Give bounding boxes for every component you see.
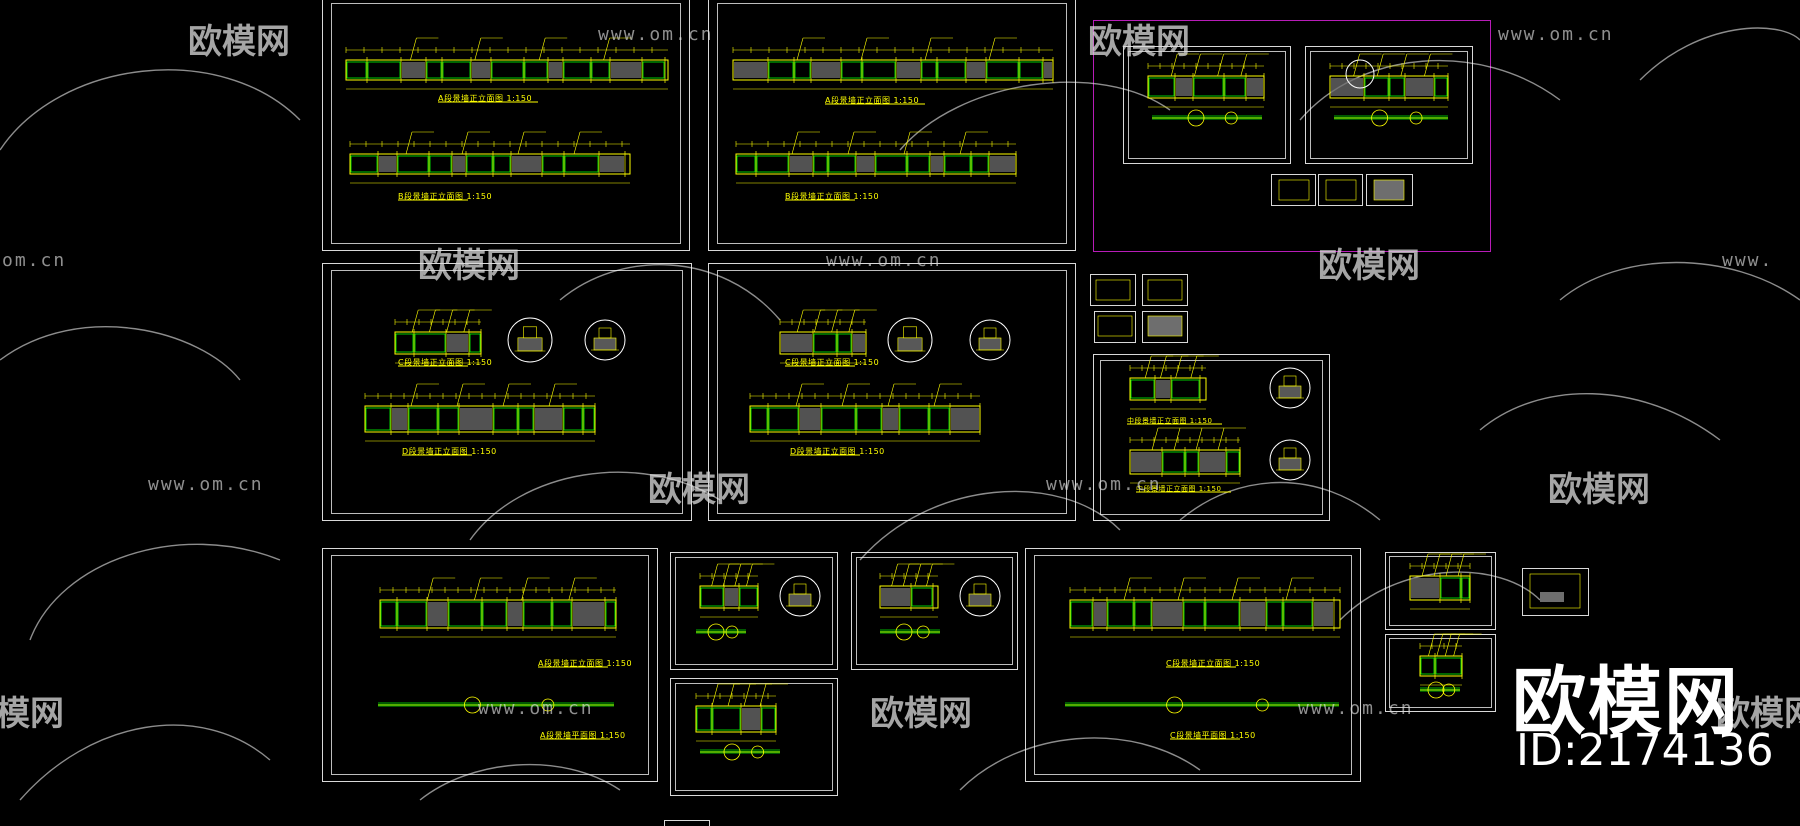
watermark-url-3: om.cn [2, 250, 67, 271]
title-s2-bottom: B段景墙正立面图 1:150 [785, 192, 880, 201]
watermark-logo-7: 模网 [0, 694, 64, 734]
watermark-url-8: www.om.cn [478, 698, 594, 719]
detail-sheet-3b[interactable] [1305, 46, 1473, 164]
sheet-inner-frame [675, 683, 833, 791]
sheet-inner-frame [1389, 556, 1492, 626]
watermark-logo-8: 欧模网 [870, 694, 972, 734]
mini-sheet-3c[interactable] [1271, 174, 1316, 206]
mini-sheet-6b[interactable] [1142, 274, 1188, 306]
drawing-sheet-2[interactable] [708, 0, 1076, 251]
detail-sheet-3a[interactable] [1123, 46, 1291, 164]
sheet-inner-frame [675, 557, 833, 665]
watermark-logo-1: 欧模网 [188, 22, 290, 62]
detail-sheet-8[interactable] [670, 552, 838, 670]
title-s1-bottom: B段景墙正立面图 1:150 [398, 192, 493, 201]
sheet-inner-frame [717, 270, 1067, 514]
drawing-sheet-5[interactable] [708, 263, 1076, 521]
title-s6-top: 中段景墙正立面图 1:150 [1127, 417, 1213, 425]
watermark-logo-6: 欧模网 [1548, 470, 1650, 510]
mini-sheet-6d[interactable] [1142, 311, 1188, 343]
watermark-logo-3: 欧模网 [418, 246, 520, 286]
watermark-url-9: www.om.cn [1298, 698, 1414, 719]
watermark-logo-9: 欧模网 [1716, 694, 1800, 734]
drawing-sheet-6[interactable] [1093, 354, 1330, 521]
sheet-inner-frame [717, 3, 1067, 244]
sheet-inner-frame [331, 270, 683, 514]
mini-sheet-6c[interactable] [1094, 311, 1136, 343]
title-s2-top: A段景墙正立面图 1:150 [825, 96, 920, 105]
mini-sheet-6a[interactable] [1090, 274, 1136, 306]
watermark-url-6: www.om.cn [148, 474, 264, 495]
watermark-url-2: www.om.cn [1498, 24, 1614, 45]
title-s7-bottom: A段景墙平面图 1:150 [540, 731, 626, 740]
detail-sheet-12[interactable] [1385, 552, 1496, 630]
title-s5-top: C段景墙正立面图 1:150 [785, 358, 880, 367]
watermark-url-4: www.om.cn [826, 250, 942, 271]
title-s8-top: C段景墙正立面图 1:150 [1166, 659, 1261, 668]
drawing-sheet-1[interactable] [322, 0, 690, 251]
watermark-logo-2: 欧模网 [1088, 22, 1190, 62]
watermark-url-5: www. [1722, 250, 1774, 271]
detail-sheet-10[interactable] [670, 678, 838, 796]
brand-id-label: ID:2174136 [1516, 725, 1774, 776]
mini-sheet-3d[interactable] [1318, 174, 1363, 206]
title-s1-top: A段景墙正立面图 1:150 [438, 94, 533, 103]
watermark-url-7: www.om.cn [1046, 474, 1162, 495]
title-s8-bottom: C段景墙平面图 1:150 [1170, 731, 1256, 740]
title-s6-bottom: 中段景墙正立面图 1:150 [1136, 485, 1222, 493]
watermark-url-1: www.om.cn [598, 24, 714, 45]
sheet-inner-frame [331, 3, 681, 244]
sheet-inner-frame [856, 557, 1013, 665]
detail-sheet-9[interactable] [851, 552, 1018, 670]
title-s5-bottom: D段景墙正立面图 1:150 [790, 447, 885, 456]
sheet-inner-frame [1128, 51, 1286, 159]
mini-sheet-3e[interactable] [1366, 174, 1413, 206]
mini-sheet-15[interactable] [664, 820, 710, 826]
watermark-logo-4: 欧模网 [1318, 246, 1420, 286]
sheet-inner-frame [1310, 51, 1468, 159]
title-s4-bottom: D段景墙正立面图 1:150 [402, 447, 497, 456]
title-s4-top: C段景墙正立面图 1:150 [398, 358, 493, 367]
watermark-logo-5: 欧模网 [648, 470, 750, 510]
mini-sheet-14[interactable] [1522, 568, 1589, 616]
brand-logo-text: 欧模网 [1512, 659, 1740, 745]
drawing-sheet-4[interactable] [322, 263, 692, 521]
title-s7-top: A段景墙正立面图 1:150 [538, 659, 633, 668]
